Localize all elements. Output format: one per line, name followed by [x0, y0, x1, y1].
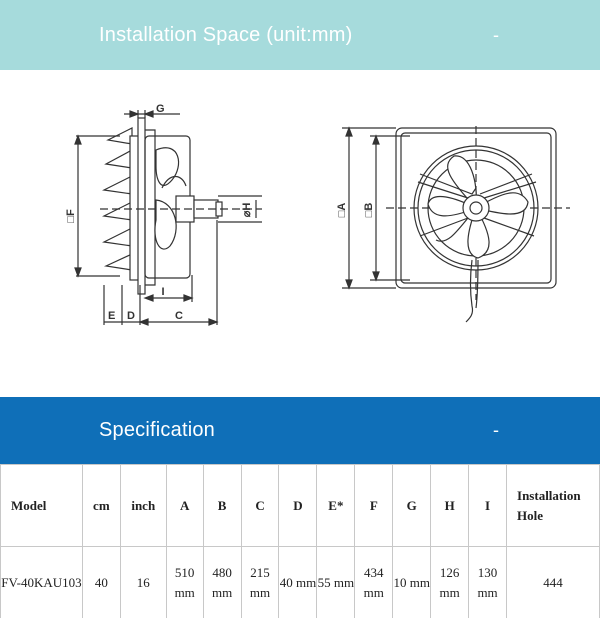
header-b: B	[202, 464, 242, 547]
header-h: H	[430, 464, 470, 547]
header-d: D	[278, 464, 318, 547]
specification-collapse-toggle[interactable]: -	[493, 420, 499, 440]
cell-inch: 16	[119, 546, 167, 618]
cell-installation-hole: 444	[506, 546, 600, 618]
dimension-label-e: E	[108, 310, 115, 322]
cell-e: 55 mm	[316, 546, 356, 618]
dimension-label-h: ⌀H	[241, 203, 253, 218]
side-view-drawing	[74, 110, 262, 326]
installation-header[interactable]: Installation Space (unit:mm) -	[0, 0, 600, 70]
dimension-label-a: □A	[336, 203, 348, 218]
header-inch: inch	[119, 464, 167, 547]
header-e: E*	[316, 464, 356, 547]
front-view-drawing	[342, 126, 570, 323]
header-i: I	[468, 464, 508, 547]
installation-drawing: G □F ⌀H I E D C □A □B	[65, 103, 570, 326]
specification-header[interactable]: Specification -	[0, 397, 600, 464]
table-row: FV-40KAU103 40 16 510 mm 480 mm 215 mm 4…	[0, 546, 600, 618]
header-f: F	[354, 464, 394, 547]
cell-i: 130 mm	[468, 546, 508, 618]
cell-d: 40 mm	[278, 546, 318, 618]
header-installation-hole: Installation Hole	[506, 464, 600, 547]
cell-cm: 40	[81, 546, 121, 618]
cell-a: 510 mm	[165, 546, 204, 618]
header-a: A	[165, 464, 204, 547]
dimension-label-b: □B	[363, 203, 375, 218]
dimension-label-d: D	[127, 310, 135, 322]
specification-table: Model cm inch A B C D E* F G H I Install…	[0, 464, 600, 618]
header-model: Model	[0, 464, 83, 547]
table-header-row: Model cm inch A B C D E* F G H I Install…	[0, 464, 600, 547]
header-c: C	[240, 464, 280, 547]
dimension-label-g: G	[156, 103, 165, 115]
dimension-label-i: I	[161, 286, 164, 298]
installation-title: Installation Space (unit:mm)	[99, 23, 353, 46]
header-g: G	[392, 464, 432, 547]
header-cm: cm	[81, 464, 121, 547]
cell-b: 480 mm	[202, 546, 242, 618]
cell-c: 215 mm	[240, 546, 280, 618]
dimension-label-f: □F	[65, 209, 77, 223]
cell-h: 126 mm	[430, 546, 470, 618]
dimension-label-c: C	[175, 310, 183, 322]
cell-g: 10 mm	[392, 546, 432, 618]
cell-model: FV-40KAU103	[0, 546, 83, 618]
cell-f: 434 mm	[354, 546, 394, 618]
installation-collapse-toggle[interactable]: -	[493, 24, 499, 45]
specification-title: Specification	[99, 419, 215, 441]
